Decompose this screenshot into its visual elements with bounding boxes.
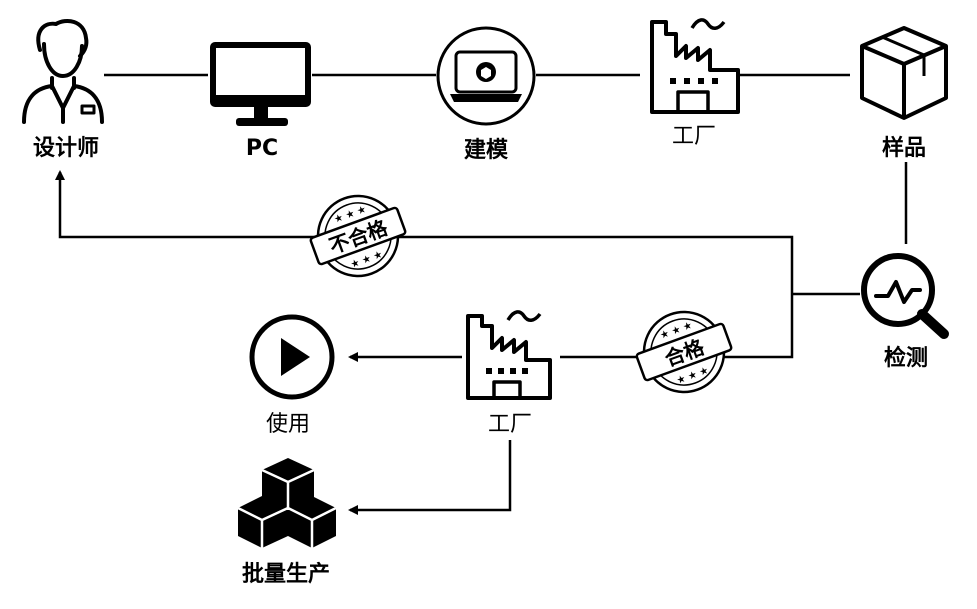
- label-pc: PC: [245, 136, 279, 161]
- pass-stamp: ★ ★ ★ ★ ★ ★ 合格: [635, 310, 733, 394]
- label-designer: 设计师: [32, 136, 100, 161]
- label-sample: 样品: [881, 136, 927, 161]
- factory-icon-top: [650, 18, 740, 114]
- fail-stamp: ★ ★ ★ ★ ★ ★ 不合格: [309, 194, 407, 278]
- inspection-magnifier-icon: [861, 253, 949, 339]
- stacked-cubes-icon: [237, 458, 337, 548]
- label-inspection: 检测: [883, 346, 929, 371]
- arrow-factory-to-mass-production: [348, 440, 512, 515]
- box-icon: [860, 26, 948, 120]
- label-factory-top: 工厂: [671, 124, 717, 149]
- play-icon: [249, 314, 335, 400]
- monitor-icon: [210, 42, 311, 126]
- label-factory-bottom: 工厂: [487, 412, 533, 437]
- arrow-fail-to-designer: [55, 170, 794, 294]
- label-mass-production: 批量生产: [241, 562, 331, 587]
- modeling-laptop-icon: [436, 26, 536, 126]
- label-modeling: 建模: [463, 138, 509, 163]
- label-use: 使用: [265, 412, 311, 437]
- factory-icon-bottom: [466, 310, 552, 400]
- designer-icon: [22, 19, 104, 124]
